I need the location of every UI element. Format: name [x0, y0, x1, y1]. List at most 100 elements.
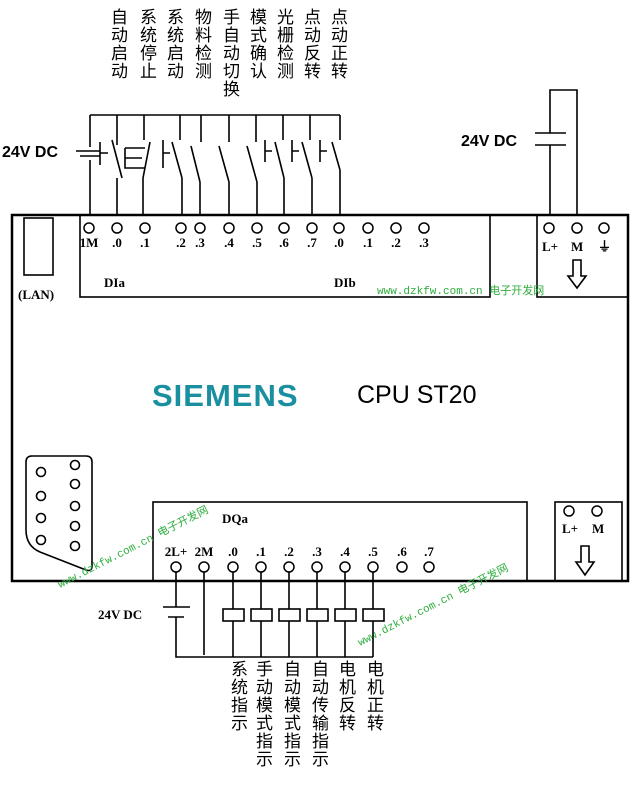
watermark: www.dzkfw.com.cn 电子开发网	[55, 502, 211, 591]
input-terminal[interactable]	[175, 222, 187, 234]
input-terminal-label: .0	[112, 235, 122, 250]
input-terminal-label: 1M	[80, 235, 99, 250]
output-terminal-label: .2	[284, 544, 294, 559]
load-coil	[362, 608, 385, 622]
cpu-body	[10, 213, 630, 583]
output-wiring: 24V DC	[98, 572, 373, 658]
input-terminal-label: .7	[307, 235, 317, 250]
sensor-terminal-m[interactable]	[591, 505, 603, 517]
input-terminal-label: .5	[252, 235, 262, 250]
power-terminal-block	[536, 214, 629, 298]
output-terminal-label: .4	[340, 544, 350, 559]
input-group-a-label: DIa	[104, 275, 125, 290]
input-terminal-block	[79, 214, 491, 298]
load-label: 自动模式指示	[280, 660, 301, 768]
device-label: 点动正转	[327, 8, 348, 80]
output-terminal[interactable]	[367, 561, 379, 573]
output-terminal-label: .6	[397, 544, 407, 559]
input-terminal-label: .2	[176, 235, 186, 250]
input-terminal[interactable]	[362, 222, 374, 234]
lan-port	[23, 217, 54, 276]
output-terminal[interactable]	[423, 561, 435, 573]
db9-connector	[25, 455, 93, 572]
output-terminal[interactable]	[198, 561, 210, 573]
sensor-terminal-label: L+	[562, 521, 578, 536]
brand-logo: SIEMENS	[152, 378, 299, 413]
load-label: 系统指示	[227, 660, 248, 732]
input-terminal-label: .1	[140, 235, 150, 250]
ground-icon: ⏚	[598, 239, 611, 254]
lan-label: (LAN)	[18, 287, 54, 302]
device-label: 系统启动	[163, 8, 184, 80]
load-label: 手动模式指示	[252, 660, 273, 768]
output-terminal-block	[152, 501, 528, 582]
output-terminal-label: .1	[256, 544, 266, 559]
input-terminal-label: .3	[419, 235, 429, 250]
load-coil	[222, 608, 245, 622]
sensor-terminal-l-plus[interactable]	[563, 505, 575, 517]
output-supply-label: 24V DC	[98, 607, 142, 622]
input-terminal-label: .6	[279, 235, 289, 250]
output-terminals: 2L+2M.0.1.2.3.4.5.6.7	[165, 544, 435, 573]
input-terminal[interactable]	[390, 222, 402, 234]
output-terminal[interactable]	[170, 561, 182, 573]
watermark: www.dzkfw.com.cn 电子开发网	[355, 560, 511, 649]
power-wiring: 24V DC	[461, 89, 578, 215]
load-coil	[278, 608, 301, 622]
device-label: 手自动切换	[219, 8, 240, 98]
power-supply-label: 24V DC	[461, 133, 517, 150]
cpu-model: CPU ST20	[357, 381, 476, 409]
input-terminal[interactable]	[111, 222, 123, 234]
output-terminal[interactable]	[227, 561, 239, 573]
load-label: 电机正转	[363, 660, 384, 732]
output-terminal-label: 2L+	[165, 544, 188, 559]
input-terminal[interactable]	[139, 222, 151, 234]
output-terminal-label: .3	[312, 544, 322, 559]
input-terminal[interactable]	[83, 222, 95, 234]
input-terminals: 1M.0.1.2.3.4.5.6.7.0.1.2.3	[80, 222, 430, 250]
input-terminal-label: .3	[195, 235, 205, 250]
input-terminal[interactable]	[333, 222, 345, 234]
sensor-supply-block	[554, 501, 623, 582]
input-terminal[interactable]	[223, 222, 235, 234]
input-terminal[interactable]	[306, 222, 318, 234]
device-label: 系统停止	[136, 8, 157, 80]
sensor-terminal-label: M	[592, 521, 604, 536]
input-terminal-label: .4	[224, 235, 234, 250]
input-terminal-label: .1	[363, 235, 373, 250]
output-load-labels: 系统指示 手动模式指示 自动模式指示 自动传输指示 电机反转 电机正转	[227, 660, 384, 768]
input-terminal[interactable]	[194, 222, 206, 234]
terminal-ground[interactable]	[598, 222, 610, 234]
input-terminal[interactable]	[418, 222, 430, 234]
output-terminal-label: .5	[368, 544, 378, 559]
device-label: 模式确认	[246, 8, 267, 80]
output-terminal[interactable]	[255, 561, 267, 573]
output-terminal[interactable]	[311, 561, 323, 573]
terminal-l-plus[interactable]	[543, 222, 555, 234]
load-coil	[306, 608, 329, 622]
load-coil	[334, 608, 357, 622]
device-label: 光栅检测	[273, 8, 294, 80]
output-terminal[interactable]	[339, 561, 351, 573]
input-terminal[interactable]	[251, 222, 263, 234]
output-terminal[interactable]	[283, 561, 295, 573]
device-label: 自动启动	[107, 8, 128, 80]
output-terminal-label: .7	[424, 544, 434, 559]
power-terminal-label: L+	[542, 239, 558, 254]
terminal-m[interactable]	[571, 222, 583, 234]
load-label: 自动传输指示	[308, 660, 329, 768]
input-wiring: 24V DC	[2, 114, 341, 215]
output-terminal-label: .0	[228, 544, 238, 559]
load-label: 电机反转	[335, 660, 356, 732]
output-loads	[222, 572, 385, 657]
device-label: 点动反转	[300, 8, 321, 80]
output-group-label: DQa	[222, 511, 249, 526]
arrow-down-icon	[574, 545, 596, 577]
input-terminal[interactable]	[278, 222, 290, 234]
device-label: 物料检测	[191, 8, 212, 80]
input-supply-label: 24V DC	[2, 144, 58, 161]
watermark: www.dzkfw.com.cn 电子开发网	[377, 283, 544, 298]
power-terminal-label: M	[571, 239, 583, 254]
output-terminal[interactable]	[396, 561, 408, 573]
input-device-labels: 自动启动 系统停止 系统启动 物料检测 手自动切换 模式确认 光栅检测 点动反转…	[107, 8, 348, 98]
